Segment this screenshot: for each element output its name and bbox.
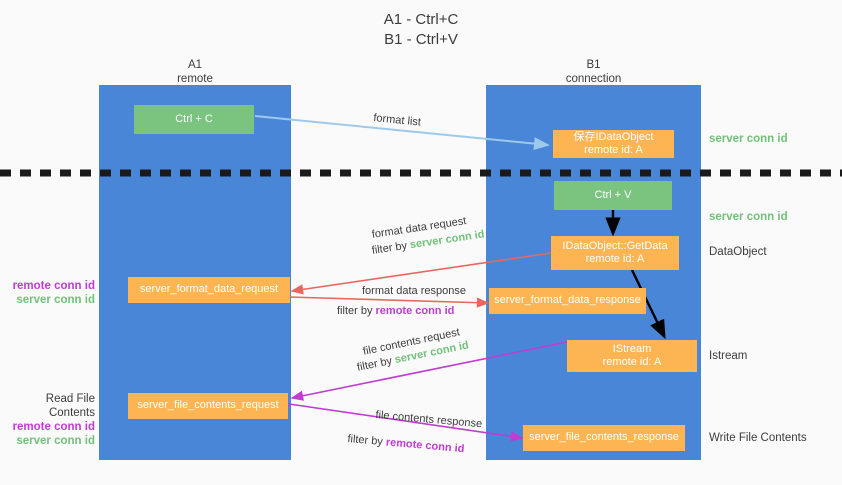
- right-label-istream: Istream: [709, 350, 748, 362]
- node-server-file-contents-response[interactable]: server_file_contents_response: [523, 425, 685, 451]
- left-label-file-remote-conn-id: remote conn id: [12, 421, 95, 433]
- column-header-b1: B1 connection: [565, 59, 622, 85]
- node-istream[interactable]: IStream remote id: A: [567, 340, 697, 372]
- edge-label-filter-value-2: remote conn id: [375, 305, 455, 317]
- node-save-idataobject[interactable]: 保存IDataObject remote id: A: [553, 130, 674, 158]
- right-label-write-file-contents: Write File Contents: [709, 432, 807, 444]
- left-label-read-file-contents: Read File Contents: [45, 393, 95, 419]
- left-label-file-conn-ids: Read File Contents remote conn id server…: [0, 392, 95, 448]
- edge-label-format-list: format list: [372, 112, 422, 129]
- left-label-format-conn-ids: remote conn id server conn id: [0, 279, 95, 307]
- edge-label-format-data-response-filter: filter by remote conn id: [337, 305, 454, 317]
- left-label-format-server-conn-id: server conn id: [16, 294, 95, 306]
- edge-label-filter-prefix-2: filter by: [337, 305, 376, 317]
- node-server-file-contents-request[interactable]: server_file_contents_request: [128, 393, 288, 419]
- right-label-dataobject: DataObject: [709, 246, 767, 258]
- right-label-server-conn-id-1: server conn id: [709, 133, 788, 145]
- arrow-format-data-response: [288, 296, 490, 308]
- node-server-format-data-response[interactable]: server_format_data_response: [489, 288, 646, 314]
- edge-label-filter-prefix-4: filter by: [346, 433, 387, 449]
- left-label-file-server-conn-id: server conn id: [16, 435, 95, 447]
- edge-label-file-contents-response: file contents response: [374, 409, 483, 431]
- edge-label-file-contents-response-filter: filter by remote conn id: [347, 433, 465, 455]
- edge-label-filter-prefix-1: filter by: [371, 239, 411, 257]
- right-label-server-conn-id-2: server conn id: [709, 211, 788, 223]
- node-ctrl-v[interactable]: Ctrl + V: [554, 181, 672, 210]
- node-ctrl-c[interactable]: Ctrl + C: [134, 105, 254, 134]
- page-title: A1 - Ctrl+C B1 - Ctrl+V: [383, 11, 459, 48]
- edge-label-filter-value-4: remote conn id: [385, 436, 465, 456]
- left-label-format-remote-conn-id: remote conn id: [12, 280, 95, 292]
- node-server-format-data-request[interactable]: server_format_data_request: [128, 277, 290, 303]
- edge-label-filter-prefix-3: filter by: [356, 354, 397, 374]
- edge-label-format-data-response: format data response: [362, 285, 466, 297]
- node-idataobject-getdata[interactable]: IDataObject::GetData remote id: A: [551, 236, 679, 270]
- column-header-a1: A1 remote: [177, 59, 213, 85]
